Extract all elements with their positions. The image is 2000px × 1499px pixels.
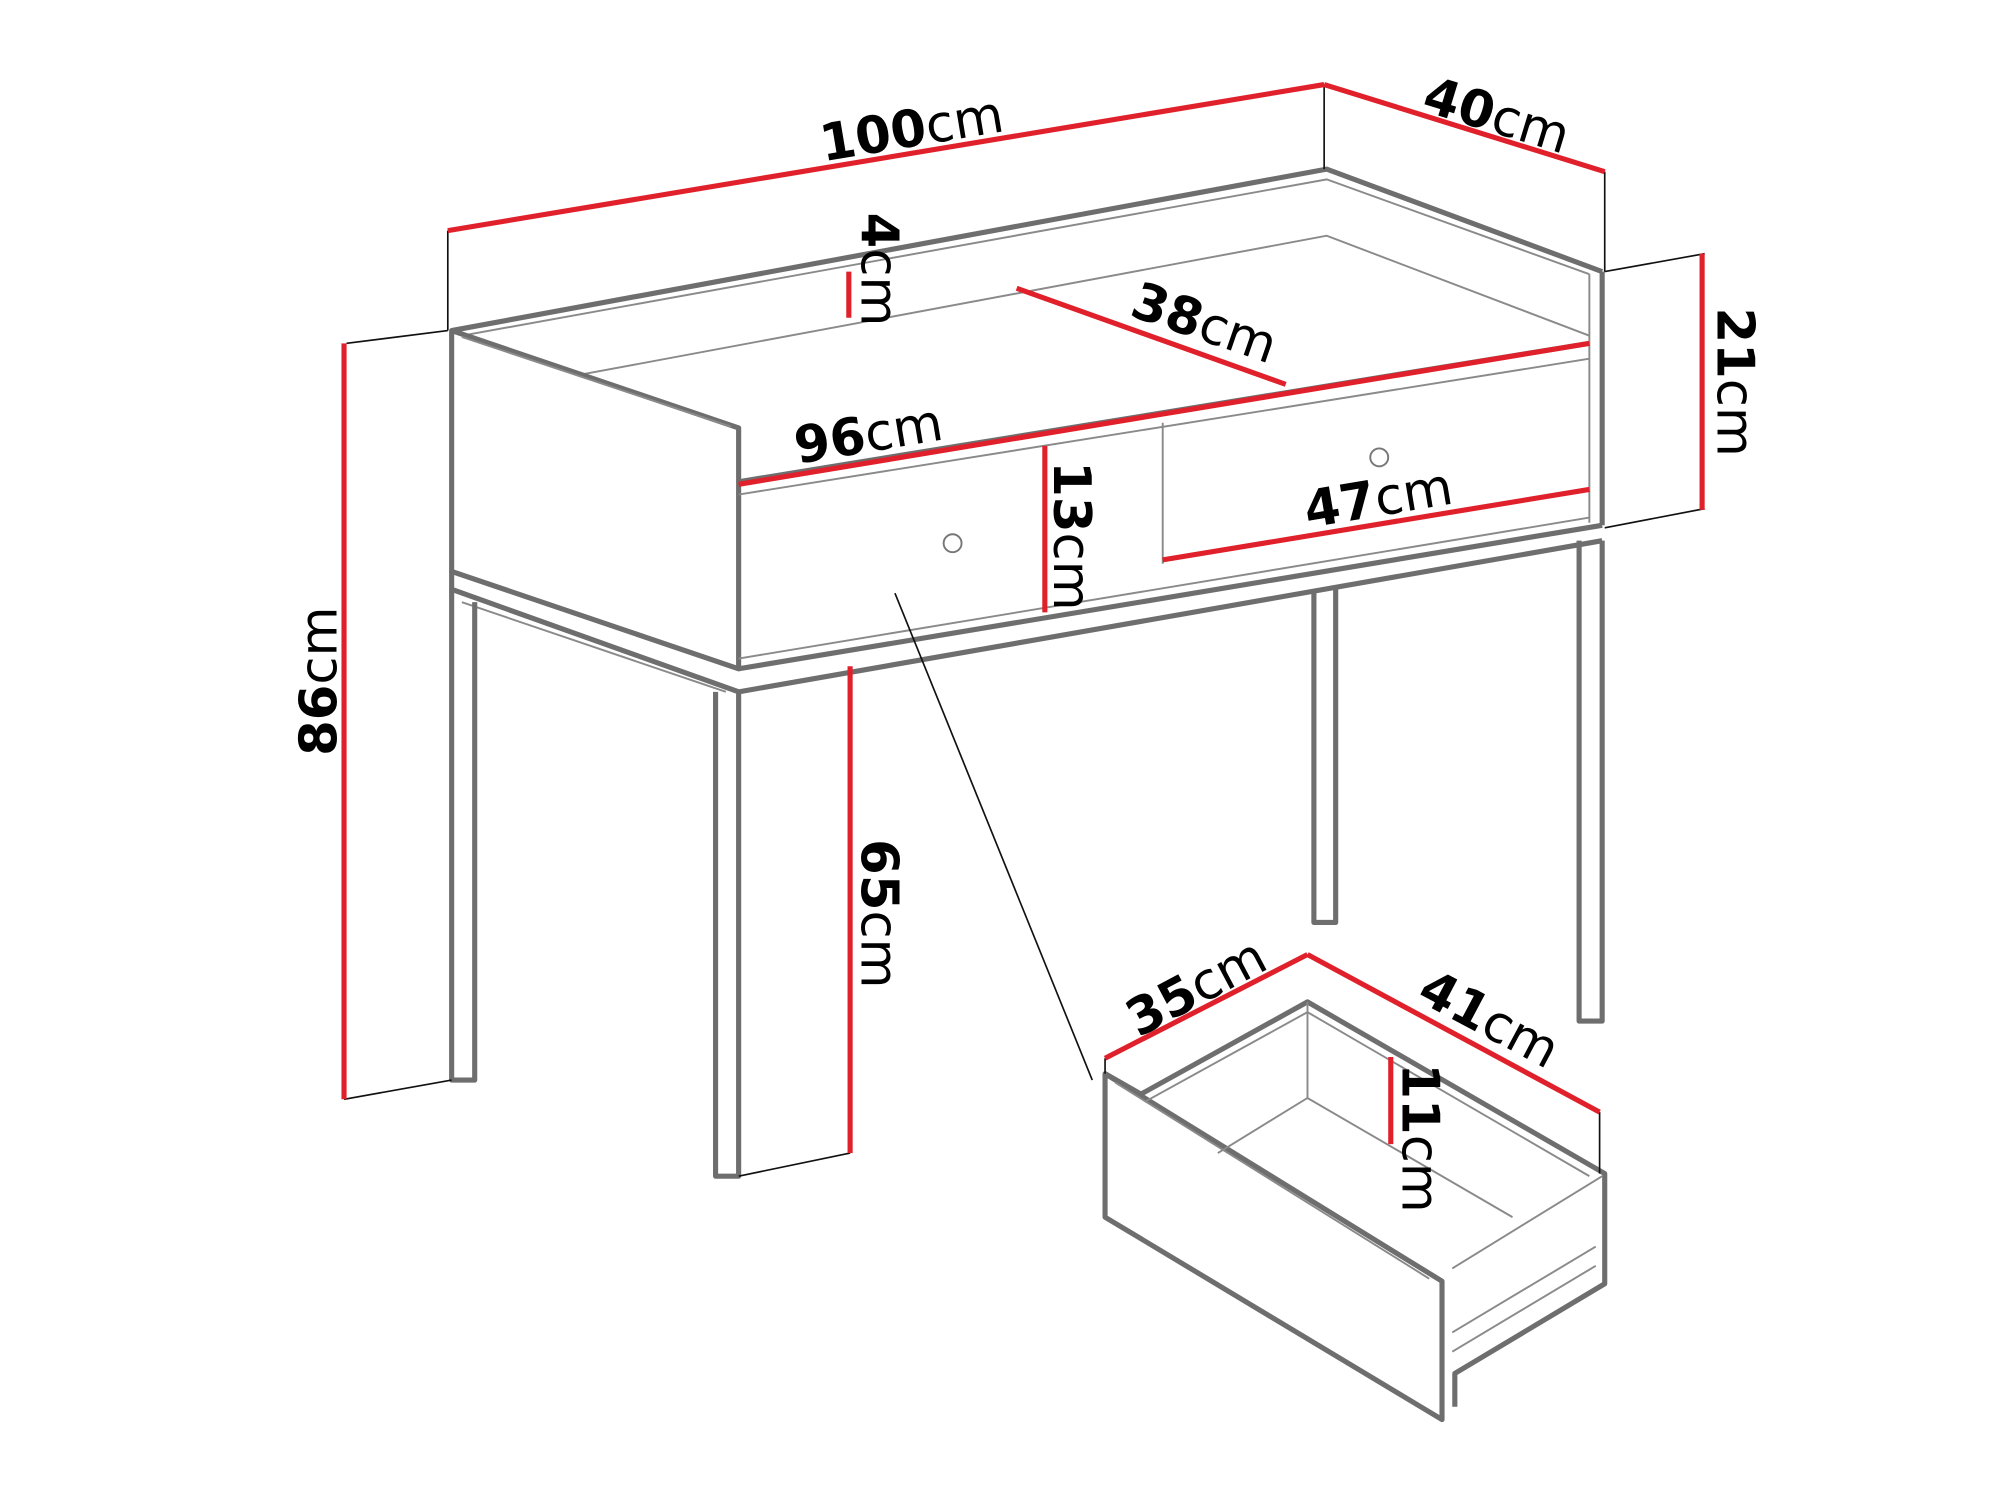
dim-line-41 (1306, 952, 1601, 1115)
drawer-outline (1102, 999, 1608, 1423)
drawer-knob-left (942, 533, 963, 554)
dim-line-40 (1323, 82, 1606, 175)
label-total-height: 86cm (289, 607, 349, 756)
label-total-width: 100cm (815, 85, 1007, 175)
label-top-height: 21cm (1704, 307, 1764, 456)
extension-lines (343, 84, 1705, 1177)
dim-line-38 (1015, 285, 1287, 387)
table-outline (449, 166, 1605, 1179)
dim-line-96 (738, 340, 1590, 487)
label-drawer-front-width: 47cm (1300, 457, 1457, 541)
drawer-knob-right (1369, 447, 1390, 468)
dim-line-47 (1162, 486, 1590, 563)
label-upstand-height: 4cm (849, 213, 909, 327)
label-drawer-inner-height: 11cm (1389, 1063, 1449, 1212)
dim-line-100 (447, 82, 1325, 234)
label-inner-depth: 38cm (1124, 271, 1285, 376)
dim-line-35 (1103, 952, 1309, 1061)
label-leg-height: 65cm (849, 839, 909, 988)
label-drawer-front-height: 13cm (1041, 461, 1101, 610)
label-depth: 40cm (1416, 65, 1576, 166)
label-inner-width: 96cm (790, 393, 947, 477)
dimension-labels: 100cm 40cm 4cm 38cm 21cm 96cm 13cm 47cm … (289, 65, 1764, 1213)
dimension-lines (341, 82, 1705, 1154)
